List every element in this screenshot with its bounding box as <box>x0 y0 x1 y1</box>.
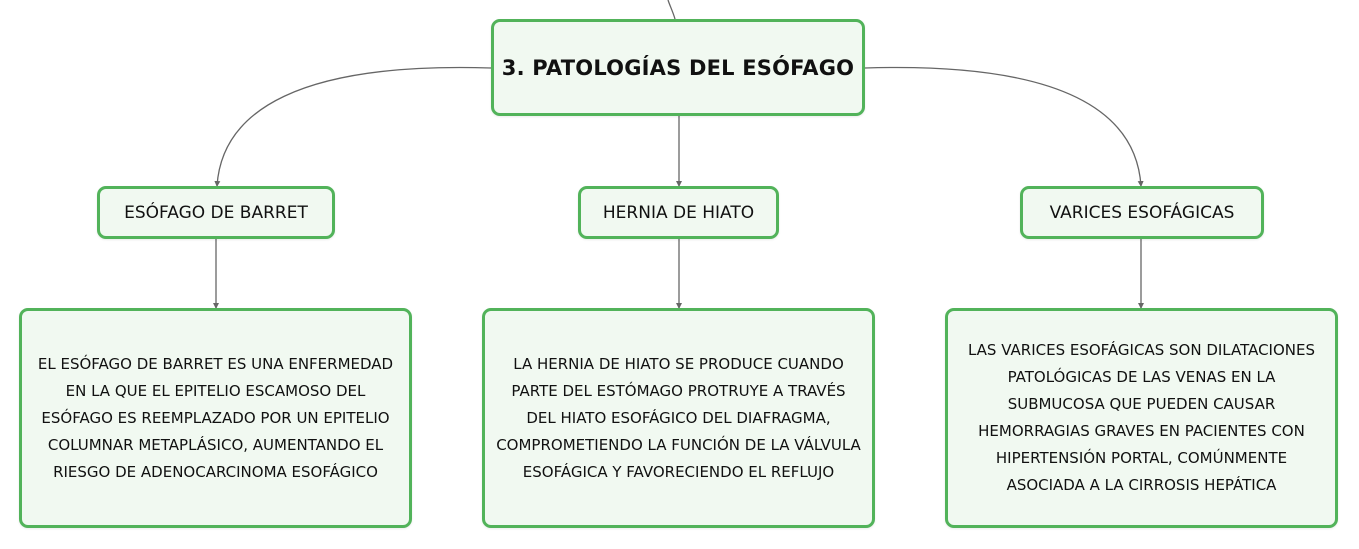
main-topic-node[interactable]: 3. PATOLOGÍAS DEL ESÓFAGO <box>491 19 865 116</box>
subtopic-node-barret[interactable]: ESÓFAGO DE BARRET <box>97 186 335 239</box>
subtopic-label-barret: ESÓFAGO DE BARRET <box>124 202 308 223</box>
description-node-barret[interactable]: EL ESÓFAGO DE BARRET ES UNA ENFERMEDAD E… <box>19 308 412 528</box>
subtopic-node-varices[interactable]: VARICES ESOFÁGICAS <box>1020 186 1264 239</box>
main-topic-label: 3. PATOLOGÍAS DEL ESÓFAGO <box>501 55 855 80</box>
description-node-hiato[interactable]: LA HERNIA DE HIATO SE PRODUCE CUANDO PAR… <box>482 308 875 528</box>
description-text-varices: LAS VARICES ESOFÁGICAS SON DILATACIONES … <box>967 341 1316 494</box>
description-text-barret: EL ESÓFAGO DE BARRET ES UNA ENFERMEDAD E… <box>37 354 394 481</box>
parent-connector <box>667 0 676 20</box>
subtopic-label-varices: VARICES ESOFÁGICAS <box>1049 202 1235 223</box>
connector-main-to-varices <box>864 66 1144 187</box>
subtopic-node-hiato[interactable]: HERNIA DE HIATO <box>578 186 779 239</box>
subtopic-label-hiato: HERNIA DE HIATO <box>602 202 755 223</box>
connector-main-to-barret <box>214 66 492 187</box>
description-text-hiato: LA HERNIA DE HIATO SE PRODUCE CUANDO PAR… <box>496 354 861 481</box>
description-node-varices[interactable]: LAS VARICES ESOFÁGICAS SON DILATACIONES … <box>945 308 1338 528</box>
